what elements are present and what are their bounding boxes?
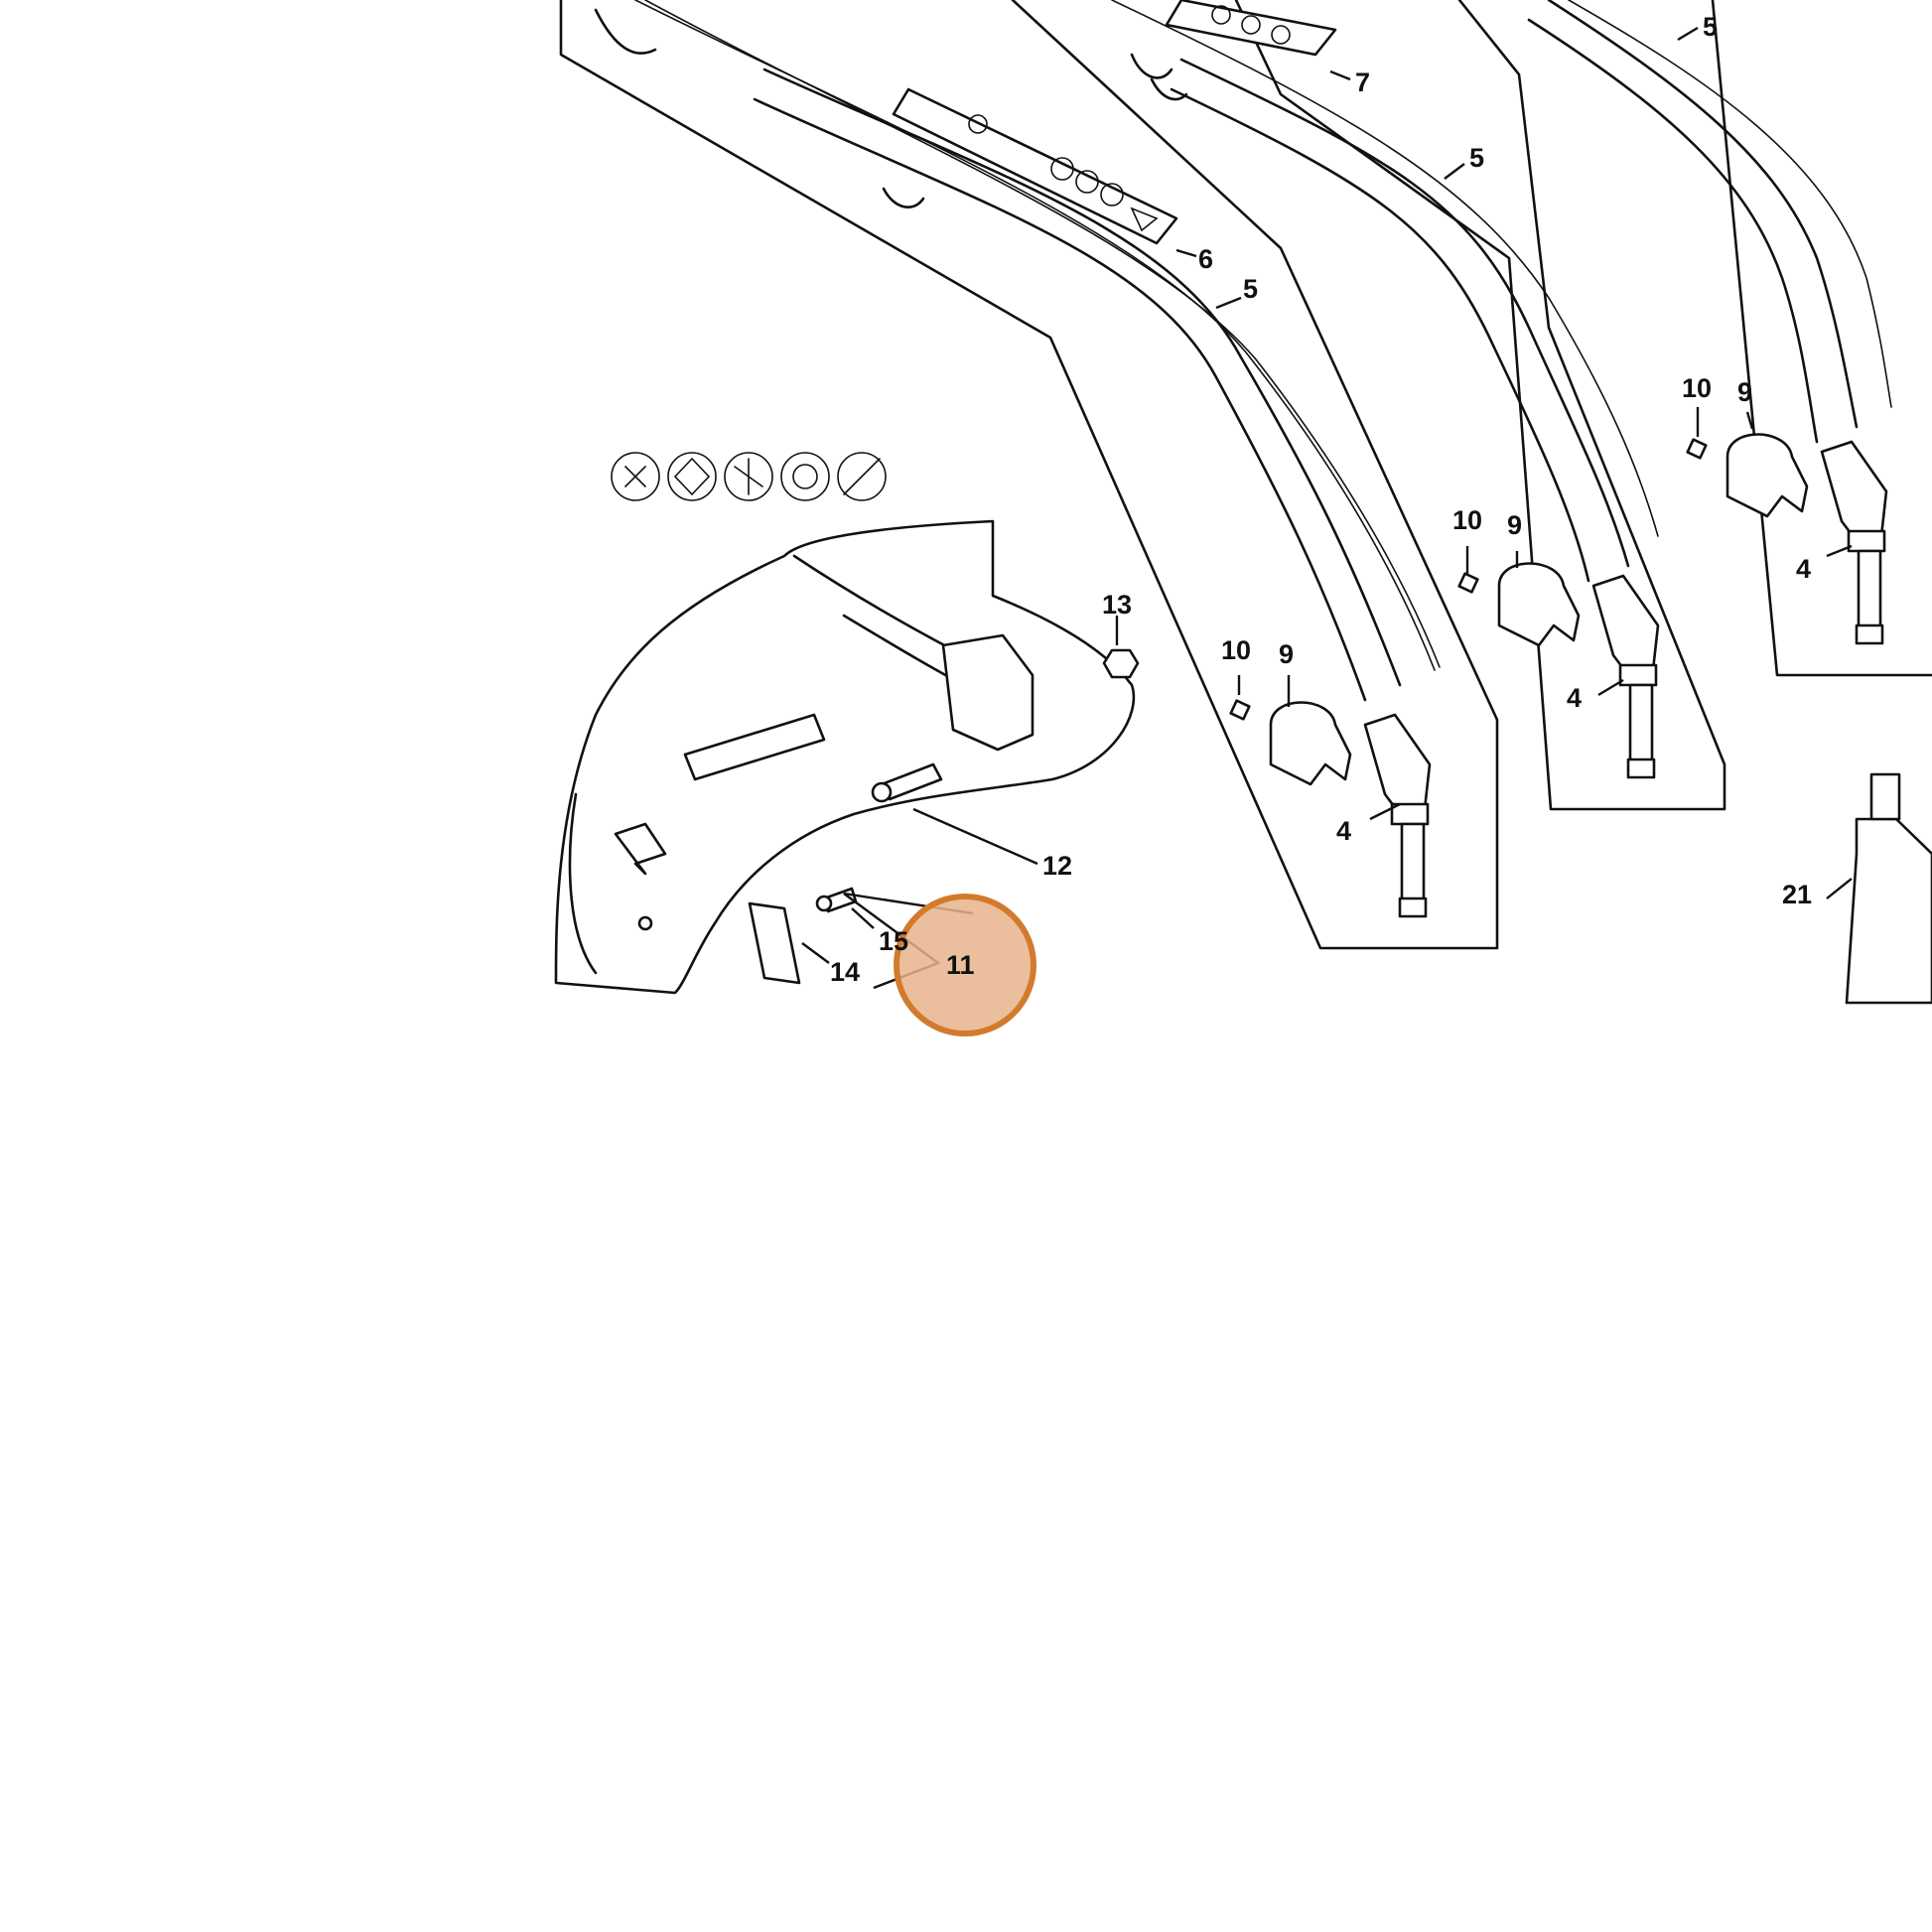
- callout-9-c: 9: [1737, 377, 1752, 407]
- callout-14: 14: [830, 957, 860, 987]
- callout-9-b: 9: [1507, 510, 1522, 540]
- callout-13: 13: [1102, 590, 1132, 620]
- clamp-assemblies: [1229, 433, 1888, 918]
- callout-4-a: 4: [1336, 816, 1351, 846]
- callout-9-a: 9: [1279, 639, 1294, 669]
- grease-tube: [1845, 772, 1932, 1005]
- tube-break-marks: [594, 8, 1188, 208]
- callout-10-a: 10: [1221, 635, 1251, 665]
- callout-6: 6: [1198, 244, 1213, 274]
- highlight-marker[interactable]: [894, 894, 1036, 1036]
- callout-labels: 5 7 5 6 5 10 9 4 10 9 4 10 9 4 13 12 15 …: [830, 12, 1812, 987]
- callout-12: 12: [1042, 851, 1072, 881]
- callout-5-top: 5: [1703, 12, 1718, 42]
- callout-5-low: 5: [1243, 274, 1258, 304]
- drive-shafts: [634, 0, 1892, 702]
- callout-15: 15: [879, 926, 908, 956]
- callout-4-b: 4: [1567, 683, 1582, 713]
- callout-10-b: 10: [1452, 505, 1482, 535]
- callout-4-c: 4: [1796, 554, 1811, 584]
- callout-7: 7: [1355, 68, 1370, 97]
- tool-icons: [611, 452, 887, 501]
- callout-10-c: 10: [1682, 373, 1712, 403]
- callout-11: 11: [946, 950, 975, 980]
- callout-5-mid: 5: [1469, 143, 1484, 173]
- callout-21: 21: [1782, 880, 1812, 909]
- label-strips: [892, 0, 1337, 245]
- leader-lines: [801, 26, 1853, 990]
- deflector-guard: [554, 519, 1136, 995]
